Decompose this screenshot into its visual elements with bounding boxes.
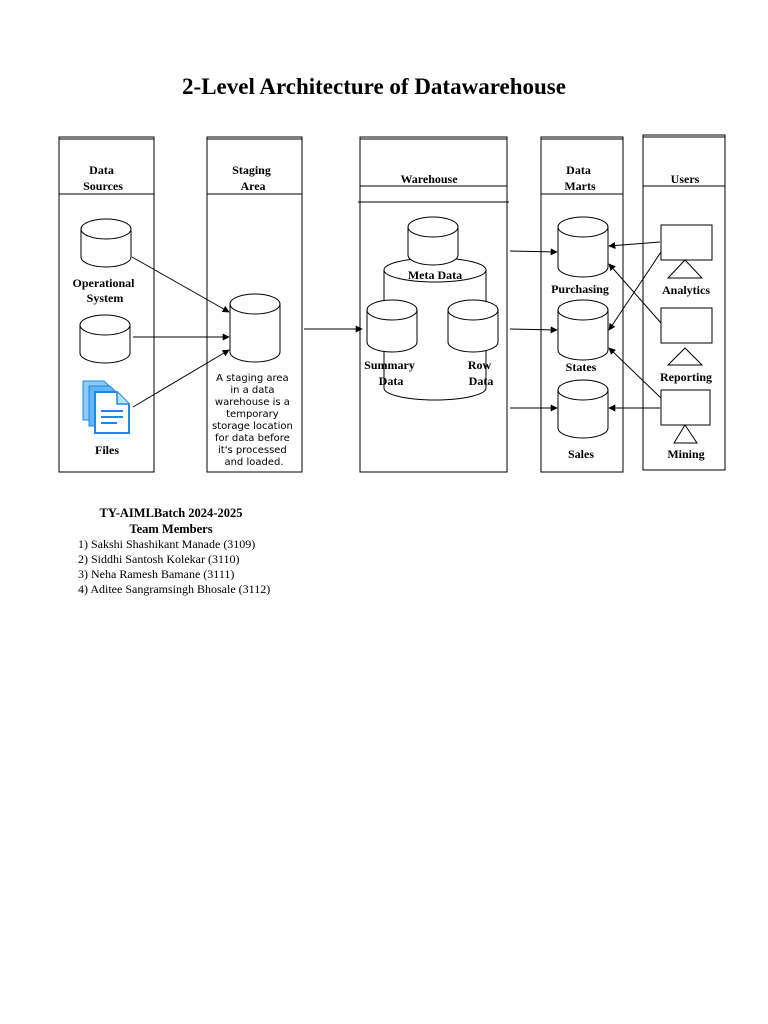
row-data-label: Row Data — [468, 358, 494, 388]
mining-label: Mining — [667, 447, 704, 461]
analytics-user-icon — [660, 224, 713, 279]
analytics-label: Analytics — [662, 283, 710, 297]
lane-header-staging-area: Staging Area — [232, 163, 274, 193]
arrow-mining-to-states — [608, 347, 662, 399]
sales-database-icon — [557, 379, 609, 439]
lane-staging-area — [206, 136, 303, 473]
operational-database-icon — [80, 218, 132, 268]
arrow-files-to-staging — [132, 349, 230, 408]
team-member: 3) Neha Ramesh Bamane (3111) — [78, 567, 234, 581]
summary-data-database-icon — [366, 299, 418, 353]
meta-data-database-icon — [407, 216, 459, 266]
lane-header-data-marts: Data Marts — [564, 163, 596, 193]
lane-header-warehouse: Warehouse — [400, 172, 458, 186]
files-icon — [82, 380, 130, 434]
reporting-user-icon — [660, 307, 713, 366]
lane-data-marts — [540, 136, 624, 473]
reporting-label: Reporting — [660, 370, 712, 384]
states-label: States — [566, 360, 597, 374]
team-member: 2) Siddhi Santosh Kolekar (3110) — [78, 552, 240, 566]
flow-arrows — [131, 241, 662, 412]
purchasing-label: Purchasing — [551, 282, 609, 296]
team-members-heading: Team Members — [129, 522, 212, 536]
batch-label: TY-AIMLBatch 2024-2025 — [100, 506, 243, 520]
team-member: 1) Sakshi Shashikant Manade (3109) — [78, 537, 255, 551]
summary-data-label: Summary Data — [364, 358, 418, 388]
mining-user-icon — [660, 389, 711, 444]
staging-description: A staging area in a data warehouse is a … — [212, 373, 296, 468]
lane-warehouse — [358, 136, 509, 473]
arrow-operational-to-staging — [131, 256, 230, 313]
arrow-analytics-to-states — [608, 251, 662, 331]
arrow-warehouse-to-states — [509, 326, 558, 334]
staging-database-icon — [229, 293, 281, 363]
purchasing-database-icon — [557, 216, 609, 278]
team-member: 4) Aditee Sangramsingh Bhosale (3112) — [78, 582, 270, 596]
meta-data-label: Meta Data — [408, 268, 462, 282]
second-source-database-icon — [79, 314, 131, 364]
sales-label: Sales — [568, 447, 594, 461]
row-data-database-icon — [447, 299, 499, 353]
page-title: 2-Level Architecture of Datawarehouse — [182, 74, 566, 99]
lane-header-users: Users — [671, 172, 700, 186]
files-label: Files — [95, 443, 119, 457]
lane-header-data-sources: Data Sources — [83, 163, 123, 193]
arrow-reporting-to-purchasing — [608, 263, 662, 324]
arrow-warehouse-to-purchasing — [509, 248, 558, 256]
lane-data-sources — [58, 136, 155, 473]
states-database-icon — [557, 299, 609, 361]
operational-system-label: Operational System — [73, 276, 138, 305]
arrow-analytics-to-purchasing — [608, 241, 661, 249]
